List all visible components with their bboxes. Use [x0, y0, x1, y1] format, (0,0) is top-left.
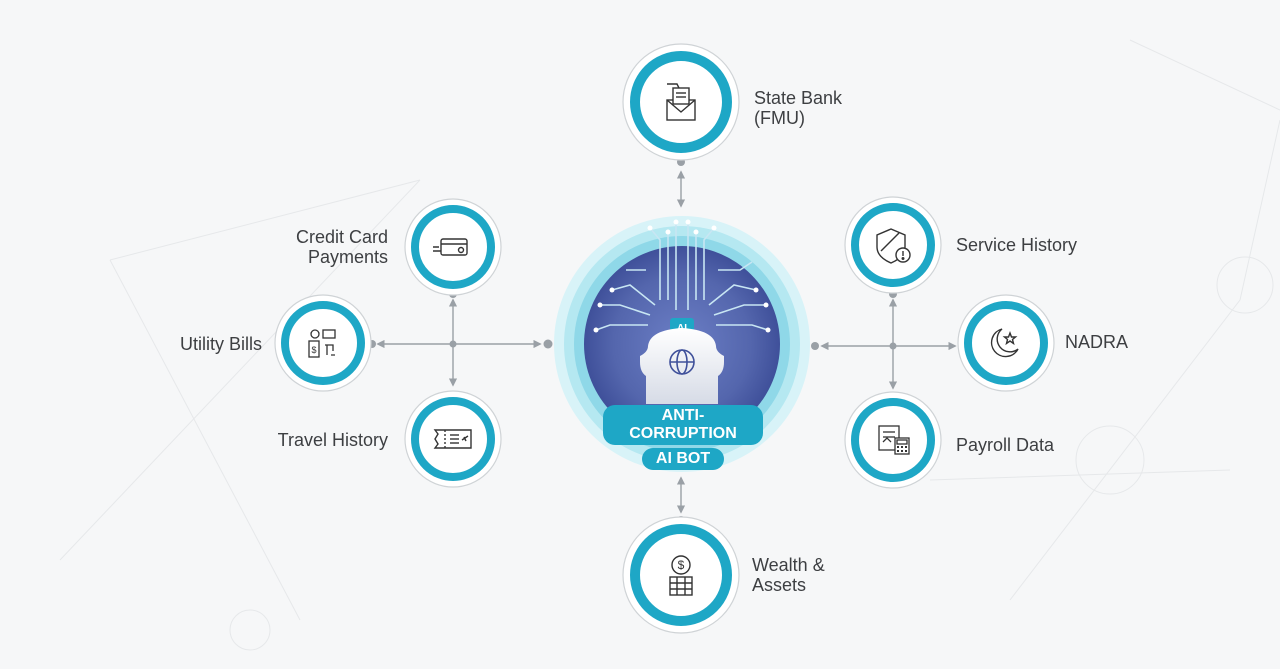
node-label-wealth-assets: Wealth & Assets [752, 555, 825, 595]
label-line: Utility Bills [179, 334, 262, 354]
shield-alert-icon [876, 228, 911, 264]
label-line: Wealth & [752, 555, 825, 575]
coin-stack-icon: $ [669, 555, 693, 596]
node-ring-utility-bills [274, 294, 372, 392]
node-label-nadra: NADRA [1065, 332, 1128, 352]
payroll-calculator-icon [878, 425, 910, 455]
center-title-line1: ANTI-CORRUPTION [603, 405, 763, 445]
node-ring-credit-card [404, 198, 502, 296]
label-line: Service History [956, 235, 1078, 255]
credit-card-icon [433, 238, 468, 256]
robot-head-icon [640, 328, 724, 404]
node-ring-wealth-assets [622, 516, 740, 634]
svg-text:$: $ [311, 345, 316, 355]
node-label-travel-history: Travel History [248, 430, 388, 450]
label-line: State Bank [754, 88, 843, 108]
node-label-credit-card: Credit Card Payments [268, 227, 388, 267]
background-network [59, 39, 1280, 651]
label-line: Credit Card [295, 227, 388, 247]
circuit-lines-icon [595, 222, 769, 331]
svg-text:$: $ [678, 558, 685, 572]
center-title-line2: AI BOT [641, 448, 725, 470]
label-line: Payments [307, 247, 388, 267]
globe-icon [669, 349, 695, 375]
node-ring-nadra [957, 294, 1055, 392]
label-line: NADRA [1065, 332, 1129, 352]
label-line: Payroll Data [956, 435, 1055, 455]
node-label-payroll-data: Payroll Data [956, 435, 1054, 455]
envelope-document-icon [666, 83, 696, 121]
label-line: Travel History [277, 430, 388, 450]
utility-bills-icon: $ [308, 329, 336, 358]
plane-ticket-icon [433, 429, 472, 449]
node-label-service-history: Service History [956, 235, 1077, 255]
center-title: ANTI-CORRUPTION AI BOT [603, 405, 763, 470]
label-line: Assets [752, 575, 807, 595]
node-label-state-bank: State Bank (FMU) [754, 88, 842, 128]
node-ring-payroll-data [844, 391, 942, 489]
node-ring-service-history [844, 196, 942, 294]
label-line: (FMU) [754, 108, 805, 128]
node-label-utility-bills: Utility Bills [140, 334, 262, 354]
crescent-star-icon [990, 328, 1019, 358]
